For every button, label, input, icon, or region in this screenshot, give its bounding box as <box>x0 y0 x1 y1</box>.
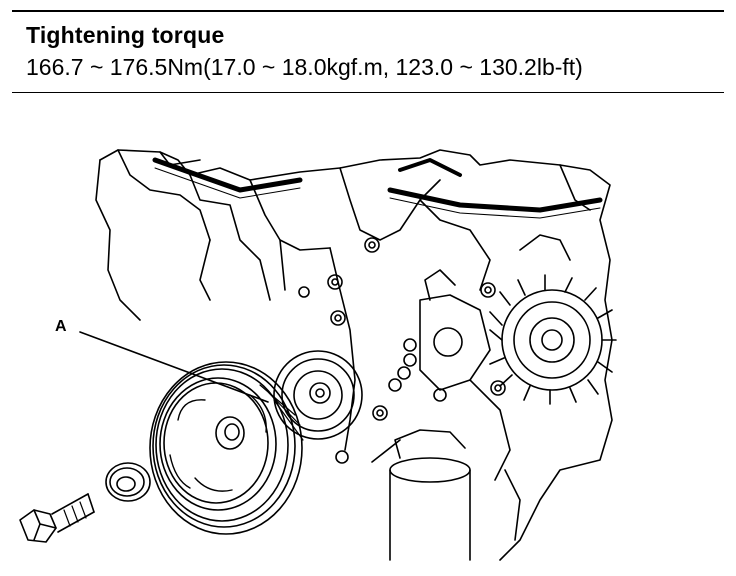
block-bolts <box>298 237 506 464</box>
pump-bracket <box>419 269 511 481</box>
callout-label-a: A <box>55 318 67 335</box>
timing-belt <box>152 157 603 219</box>
callout-leader-line <box>79 331 269 403</box>
pulley-washer <box>105 462 151 502</box>
pulley-bolt <box>19 493 95 543</box>
spec-title: Tightening torque <box>26 22 225 48</box>
top-rule <box>12 10 724 12</box>
crankshaft-damper-pulley <box>149 361 304 535</box>
idler-pulley <box>273 350 363 440</box>
bottom-rule <box>12 92 724 93</box>
spec-value: 166.7 ~ 176.5Nm(17.0 ~ 18.0kgf.m, 123.0 … <box>26 54 583 80</box>
oil-filter <box>371 429 521 561</box>
alternator <box>489 234 617 405</box>
